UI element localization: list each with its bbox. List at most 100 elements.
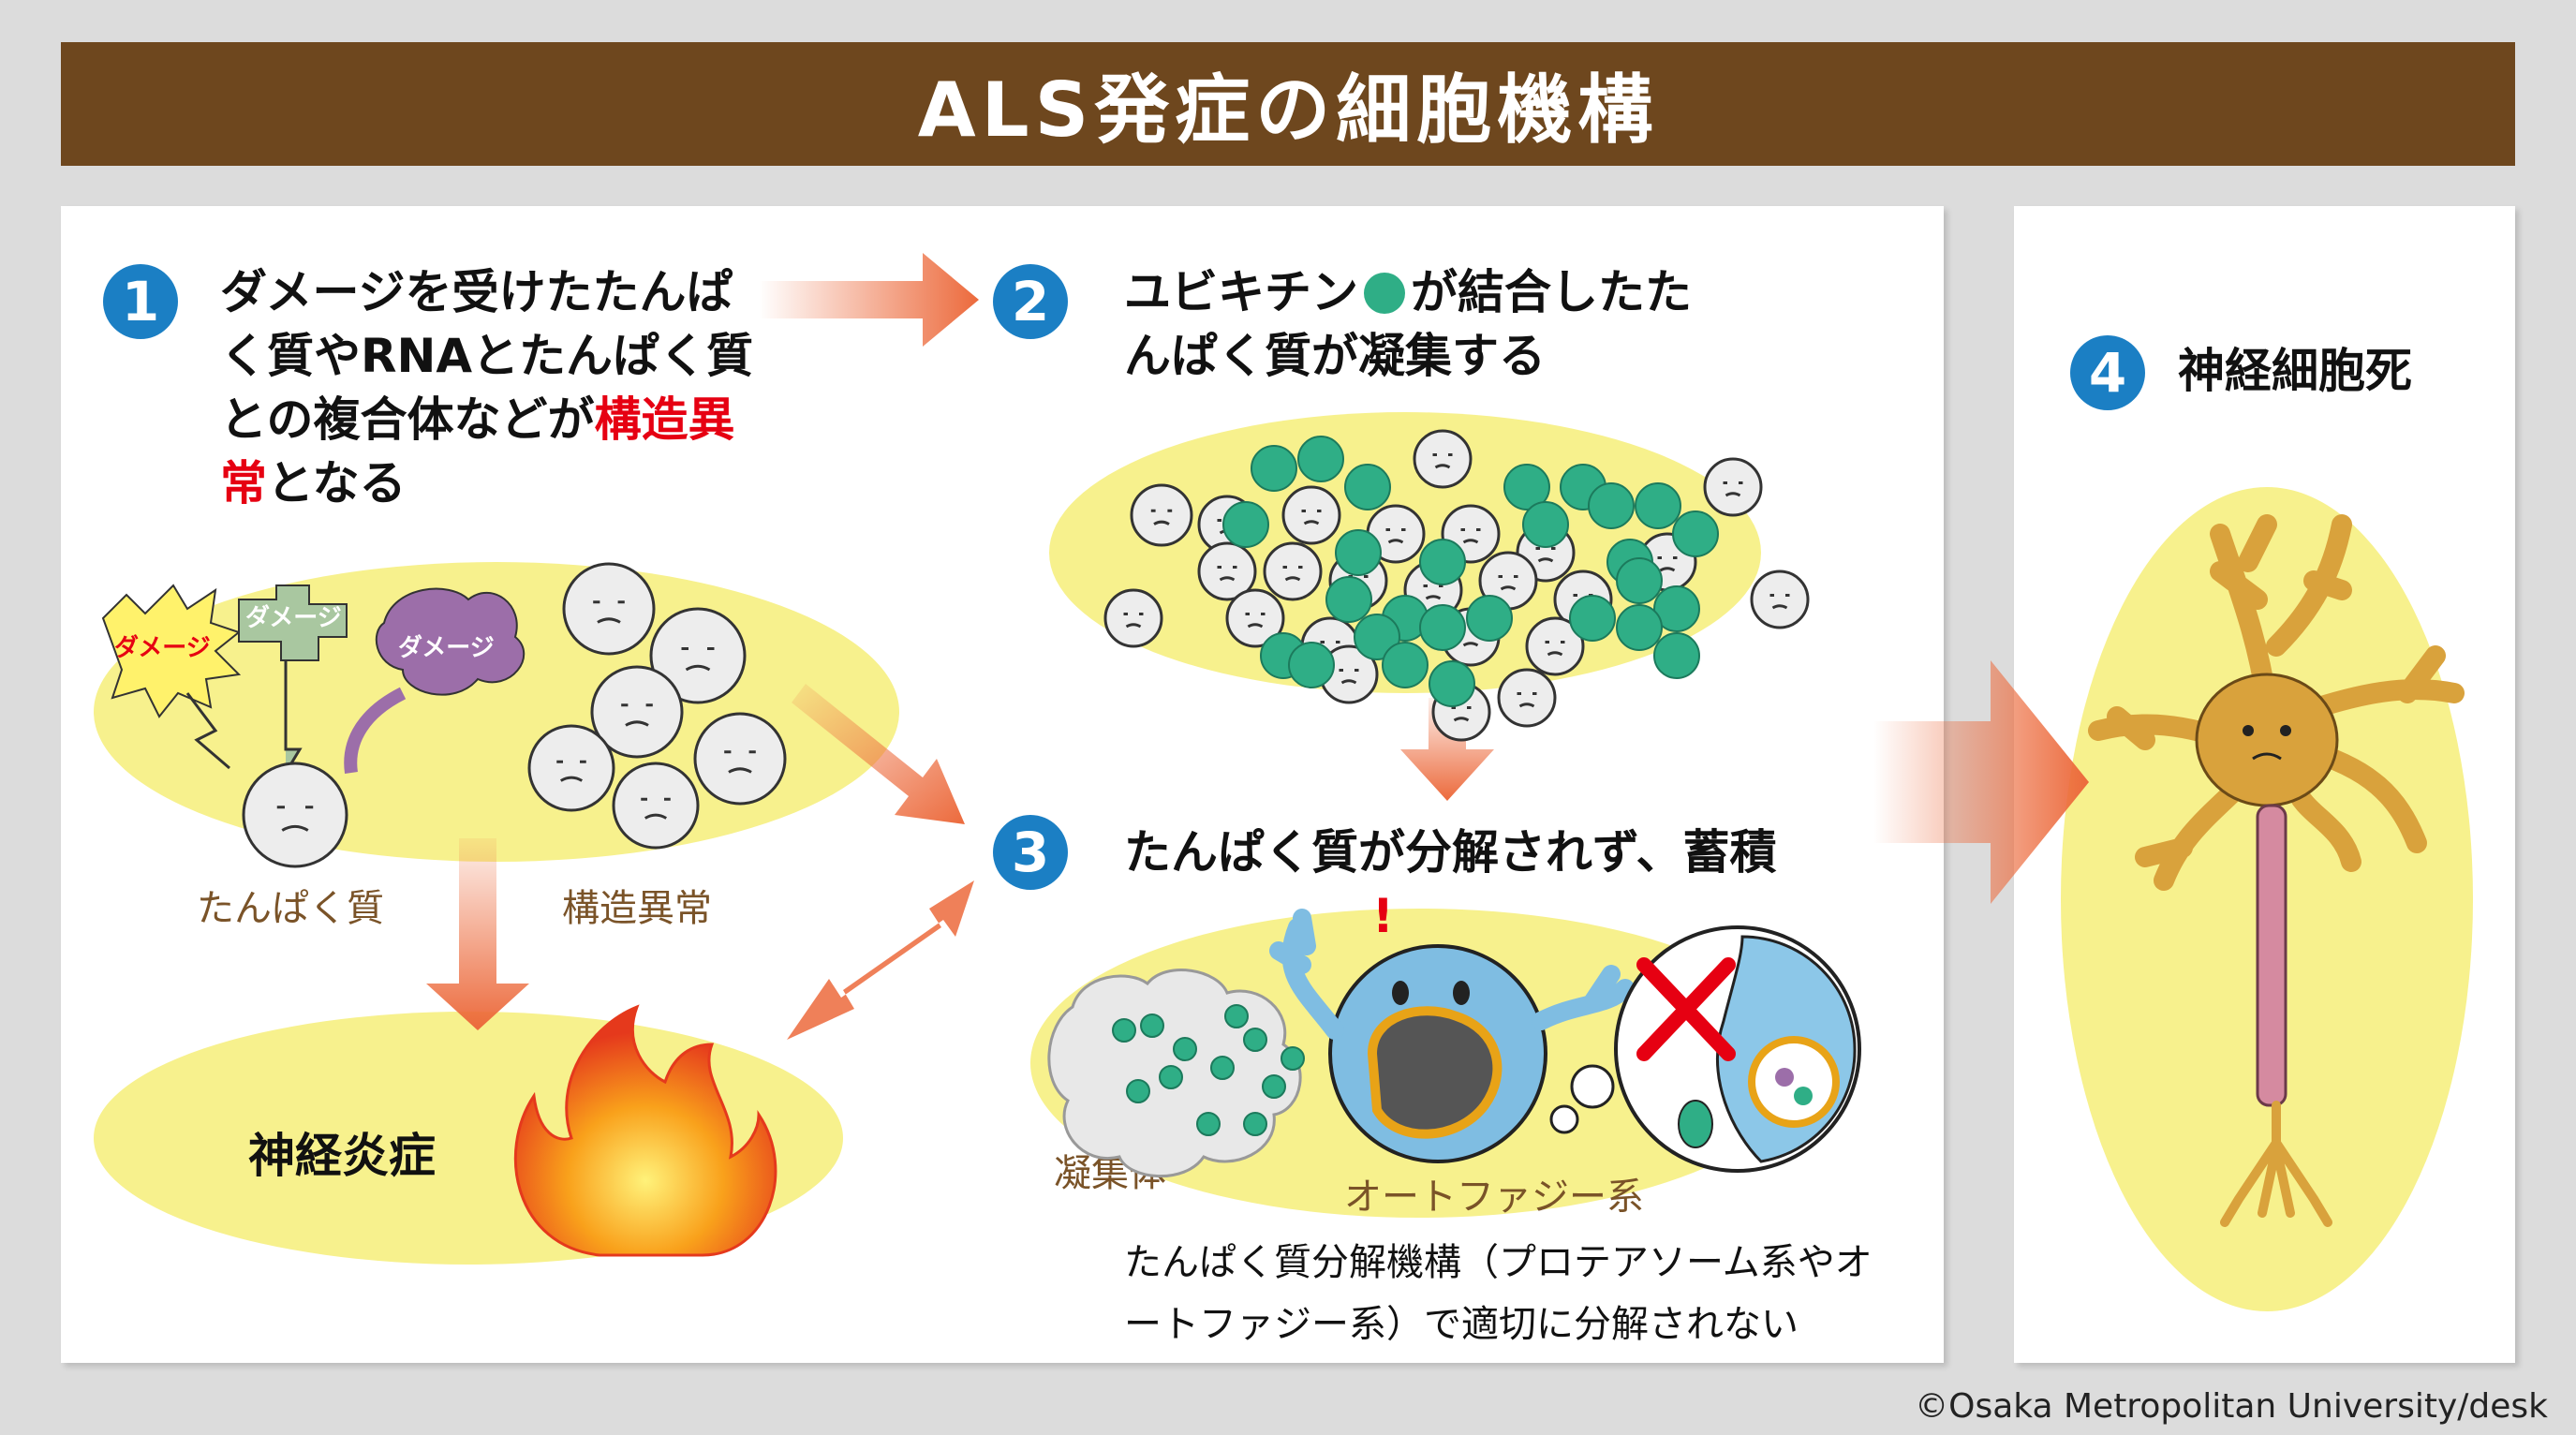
- ubiquitin-dot: [1653, 585, 1700, 632]
- autophagy-bubble: [1549, 925, 1861, 1173]
- protein-face: [527, 724, 615, 812]
- face-expression: [1769, 594, 1790, 610]
- step3-note: たんぱく質分解機構（プロテアソーム系やオートファジー系）で適切に分解されない: [1124, 1241, 1873, 1346]
- protein-face: [1413, 429, 1473, 489]
- ubiquitin-dot: [1635, 482, 1681, 529]
- protein-face: [1130, 483, 1193, 547]
- damage-label-3: ダメージ: [398, 633, 495, 662]
- protein-face: [1263, 541, 1323, 601]
- face-expression: [1339, 669, 1359, 685]
- step3-heading: たんぱく質が分解されず、蓄積: [1124, 825, 1777, 880]
- step1-text-end: となる: [267, 456, 407, 510]
- face-expression: [1301, 510, 1322, 525]
- autophagy-caption: オートファジー系: [1344, 1176, 1644, 1219]
- ubiquitin-dot: [1251, 445, 1297, 492]
- page-title: ALS発症の細胞機構: [61, 42, 2515, 166]
- face-expression: [1150, 509, 1173, 525]
- protein-face: [1197, 541, 1257, 601]
- step-badge-4: 4: [2070, 335, 2145, 410]
- protein-face: [1703, 457, 1763, 517]
- protein-face: [1497, 668, 1557, 728]
- face-expression: [1282, 566, 1303, 582]
- ubiquitin-dot: [1222, 501, 1269, 548]
- protein-face: [562, 562, 656, 656]
- ubiquitin-dot: [1262, 1074, 1286, 1099]
- face-expression: [1451, 706, 1472, 722]
- step-badge-1: 1: [103, 264, 178, 339]
- ubiquitin-dot: [1419, 539, 1466, 585]
- ubiquitin-dot: [1288, 642, 1335, 688]
- ubiquitin-dot: [1653, 632, 1700, 679]
- face-expression: [556, 760, 586, 782]
- inflammation-label: 神経炎症: [248, 1129, 436, 1183]
- ubiquitin-dot: [1140, 1013, 1164, 1038]
- ubiquitin-dot: [1243, 1112, 1267, 1136]
- arrow-1-to-2: [759, 253, 979, 347]
- protein-face: [1225, 588, 1285, 648]
- cross-mark-icon: [1636, 957, 1736, 1061]
- ubiquitin-dot: [1672, 510, 1719, 557]
- face-expression: [1432, 453, 1453, 469]
- step-badge-2: 2: [993, 264, 1068, 339]
- face-expression: [621, 703, 653, 727]
- face-expression: [1535, 547, 1556, 563]
- damage-label-2: ダメージ: [245, 603, 342, 632]
- ubiquitin-dot: [1335, 529, 1382, 576]
- proteasome-character: !: [1269, 889, 1635, 1163]
- arrow-1-to-3: [792, 684, 965, 824]
- ubiquitin-dot: [1588, 482, 1635, 529]
- step1-heading: ダメージを受けたたんぱく質やRNAとたんぱく質との複合体などが構造異常となる: [220, 260, 759, 515]
- protein-face: [1103, 588, 1163, 648]
- protein-face: [1281, 485, 1341, 545]
- face-expression: [1657, 556, 1678, 572]
- face-expression: [1123, 613, 1144, 629]
- ubiquitin-dot: [1466, 595, 1513, 642]
- ubiquitin-dot: [1126, 1079, 1150, 1103]
- protein-face: [649, 607, 747, 704]
- face-expression: [681, 647, 715, 672]
- protein-face: [1750, 570, 1810, 629]
- ubiquitin-dot: [1429, 660, 1475, 707]
- protein-face: [612, 762, 700, 850]
- aggregate-ubiquitin: [1112, 1004, 1305, 1136]
- ubiquitin-dot: [1382, 642, 1429, 688]
- protein-face: [242, 762, 348, 868]
- ubiquitin-dot: [1173, 1037, 1197, 1061]
- arrow-to-4: [1873, 660, 2089, 904]
- abnormal-caption: 構造異常: [562, 887, 712, 930]
- face-expression: [1498, 575, 1518, 591]
- ubiquitin-dot: [1503, 464, 1550, 510]
- ubiquitin-dot: [1419, 604, 1466, 651]
- face-expression: [1423, 584, 1443, 600]
- protein-face: [590, 665, 684, 759]
- ubiquitin-dot: [1243, 1028, 1267, 1052]
- arrow-2-to-3: [1400, 698, 1494, 801]
- ubiquitin-dot: [1210, 1056, 1235, 1080]
- ubiquitin-dot: [1159, 1065, 1183, 1089]
- step2-text: ユビキチン: [1124, 265, 1358, 319]
- ubiquitin-dot: [1325, 576, 1372, 623]
- face-expression: [1545, 641, 1565, 657]
- step4-heading: 神経細胞死: [2178, 344, 2412, 398]
- ubiquitin-dot: [1616, 604, 1663, 651]
- svg-text:!: !: [1372, 889, 1394, 943]
- arrow-inflammation-3: [787, 880, 974, 1040]
- credit: ©Osaka Metropolitan University/desk: [1915, 1387, 2548, 1426]
- protein-face: [693, 712, 787, 806]
- protein-faces: [242, 562, 787, 868]
- face-expression: [1217, 566, 1237, 582]
- protein-face: [1525, 616, 1585, 676]
- neuron-icon: [2088, 514, 2465, 1227]
- flame-icon: [514, 1004, 777, 1257]
- aggregate-faces: [1103, 429, 1810, 742]
- damage-label-1: ダメージ: [114, 633, 211, 662]
- ubiquitin-dot: [1616, 557, 1663, 604]
- step2-text-end: が結合したたんぱく質が凝集する: [1124, 265, 1692, 383]
- ubiquitin-dot: [1522, 501, 1569, 548]
- ubiquitin-dot: [1344, 464, 1391, 510]
- face-expression: [1460, 528, 1481, 544]
- step1-emphasis: 構造異常: [220, 392, 735, 510]
- step-badge-3: 3: [993, 815, 1068, 890]
- ubiquitin-dot: [1297, 436, 1344, 482]
